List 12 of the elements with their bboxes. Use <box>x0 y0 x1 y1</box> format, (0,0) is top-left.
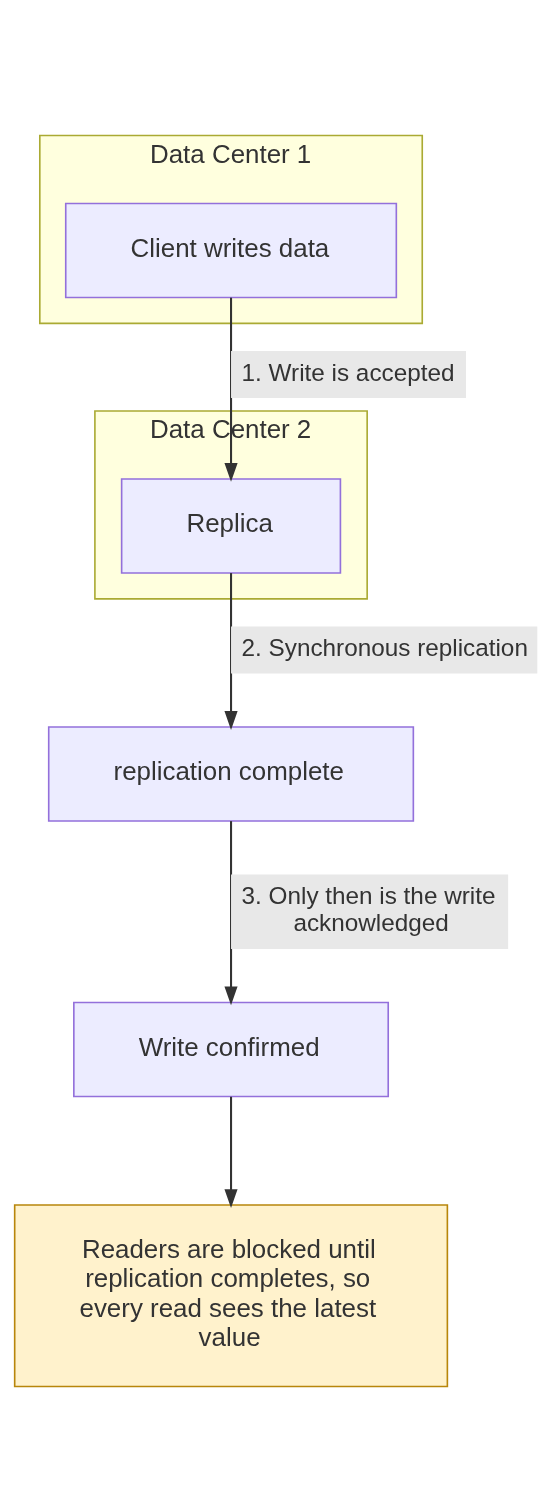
node-box: Client writes data <box>64 202 398 298</box>
edge-label: 2. Synchronous replication <box>241 633 528 661</box>
arrow <box>224 572 238 730</box>
edge-label: 1. Write is accepted <box>241 358 455 386</box>
node-box: Write confirmed <box>73 1001 390 1097</box>
edge-label: 3. Only then is the write acknowledged <box>241 881 496 936</box>
node-box: replication complete <box>47 725 415 822</box>
node-box: Replica <box>120 477 342 574</box>
arrow <box>224 297 238 482</box>
arrow <box>224 1096 238 1208</box>
arrow <box>224 820 238 1005</box>
node-box: Readers are blocked until replication completes, so every read sees the latest value <box>13 1203 449 1387</box>
